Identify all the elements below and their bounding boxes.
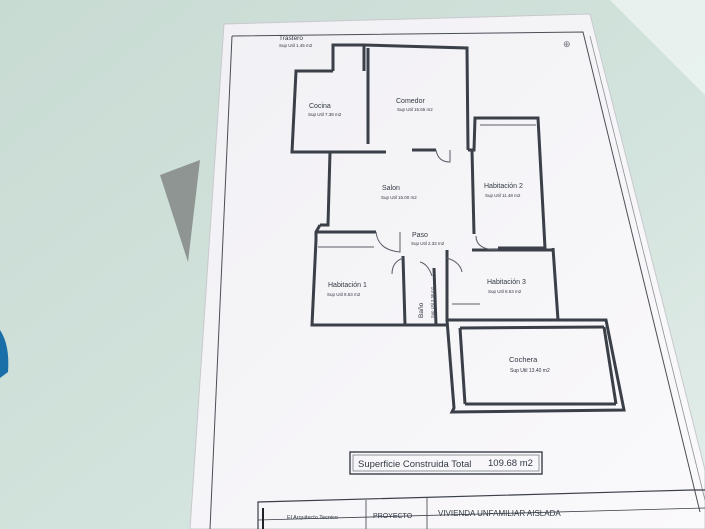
bano-name: Baño <box>418 302 425 318</box>
room-labels: Trastero Sup Util 1.45 m2 Cocina Sup Uti… <box>279 35 550 374</box>
window-glare <box>610 0 705 95</box>
wall-cochera-inner-top <box>459 325 605 330</box>
trastero-name: Trastero <box>279 35 303 42</box>
title-block-rule <box>257 507 705 521</box>
door-hab3 <box>446 257 463 273</box>
habitacion3-name: Habitación 3 <box>487 279 526 286</box>
wall-bano-right <box>432 267 438 326</box>
project-label: PROYECTO <box>373 513 413 520</box>
habitacion2-area: Sup Util 11.48 m2 <box>485 193 521 198</box>
wall-salon-right <box>470 149 476 235</box>
wall-comedor <box>363 43 470 151</box>
floor-plan <box>290 43 626 414</box>
door-salon <box>435 149 451 163</box>
habitacion1-area: Sup Util 9.53 m2 <box>327 292 361 297</box>
wall-salon-left <box>320 151 332 227</box>
total-area-frame-inner <box>352 454 540 472</box>
door-paso-right <box>475 235 499 251</box>
habitacion1-name: Habitación 1 <box>328 282 367 289</box>
cocina-area: Sup Util 7.38 m2 <box>308 112 342 117</box>
architect-label: El Arquitecto Tecnico <box>287 515 338 521</box>
cocina-name: Cocina <box>309 103 331 110</box>
bano-area: Sup Util 3.38 m2 <box>430 286 435 318</box>
salon-area: Sup Util 15.00 m2 <box>381 195 417 200</box>
drawing-frame-right-inner <box>589 35 705 501</box>
project-name: VIVIENDA UNFAMILIAR AISLADA <box>438 509 561 518</box>
blue-object <box>0 330 9 378</box>
wall-cochera <box>445 318 626 414</box>
total-area-label: Superficie Construida Total <box>358 459 471 470</box>
door-bano <box>419 261 433 277</box>
title-block: El Arquitecto Tecnico PROYECTO VIVIENDA … <box>257 489 705 529</box>
trastero-area: Sup Util 1.45 m2 <box>279 43 313 48</box>
comedor-area: Sup Util 15.65 m2 <box>397 107 433 112</box>
paso-area: Sup Util 2.32 m2 <box>411 241 445 246</box>
total-area-box: Superficie Construida Total 109.68 m2 <box>349 451 543 475</box>
habitacion3-area: Sup Util 8.63 m2 <box>488 289 522 294</box>
wall-cochera-inner-left <box>458 327 467 405</box>
total-area-frame <box>349 451 543 475</box>
cochera-name: Cochera <box>509 355 538 364</box>
wall-habitacion3 <box>445 247 560 322</box>
wall-cocina <box>290 69 333 154</box>
habitacion2-name: Habitación 2 <box>484 183 523 190</box>
wall-habitacion1 <box>310 224 406 327</box>
plan-thin-lines <box>318 124 536 305</box>
drawing-frame-left <box>209 35 233 529</box>
door-hab1 <box>391 257 404 275</box>
title-block-frame <box>257 489 705 529</box>
cochera-area: Sup Util 13.40 m2 <box>510 368 550 374</box>
wall-cochera-inner-right <box>602 326 618 405</box>
comedor-name: Comedor <box>396 98 425 105</box>
total-area-value: 109.68 m2 <box>488 458 533 469</box>
wall-hab1-right <box>401 255 407 326</box>
wall-trastero <box>331 43 366 71</box>
salon-name: Salon <box>382 185 400 192</box>
paso-name: Paso <box>412 232 428 239</box>
drawing-frame <box>231 31 701 513</box>
grey-sheet <box>160 160 200 262</box>
door-paso-left <box>375 231 401 253</box>
corner-mark: ⊕ <box>563 39 571 49</box>
